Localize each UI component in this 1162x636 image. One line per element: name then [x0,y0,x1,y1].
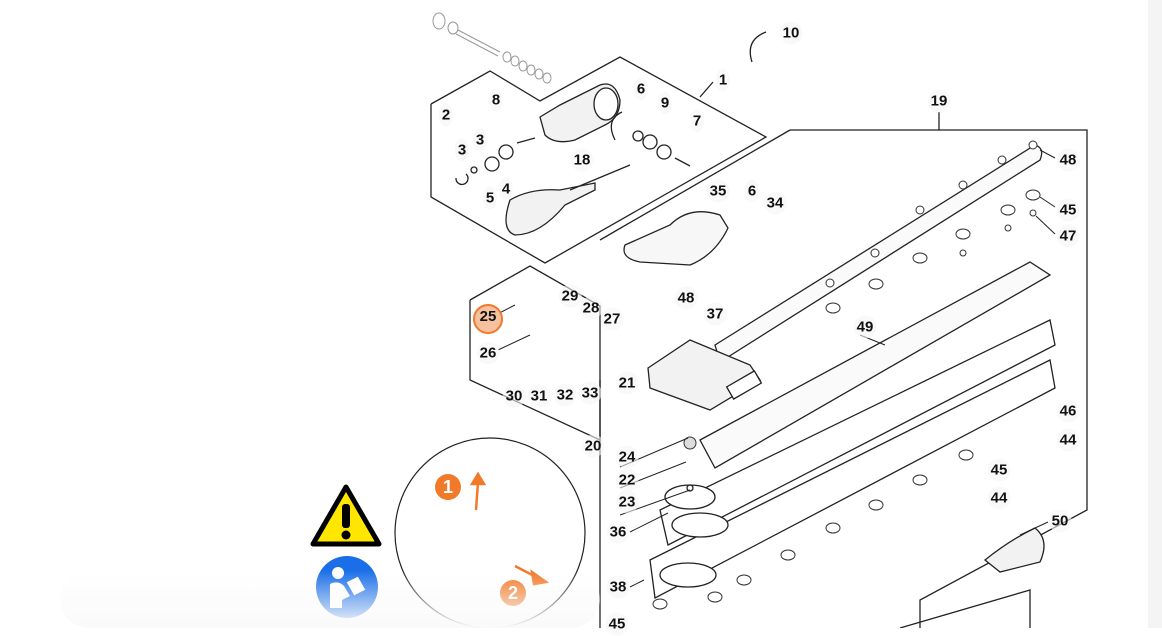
callout-49[interactable]: 49 [853,315,877,339]
callout-20[interactable]: 20 [581,434,605,458]
callout-44a[interactable]: 44 [1056,428,1080,452]
callout-46[interactable]: 46 [1056,399,1080,423]
callout-45b[interactable]: 45 [987,458,1011,482]
callout-8[interactable]: 8 [488,88,504,112]
callout-22[interactable]: 22 [615,468,639,492]
callout-3a[interactable]: 3 [472,128,488,152]
callout-18[interactable]: 18 [570,148,594,172]
callout-2[interactable]: 2 [438,103,454,127]
detail-circle [394,437,586,628]
callout-35[interactable]: 35 [706,179,730,203]
callout-45c[interactable]: 45 [605,612,629,636]
callout-33[interactable]: 33 [578,381,602,405]
callout-28[interactable]: 28 [579,296,603,320]
callout-4[interactable]: 4 [498,177,514,201]
callout-27[interactable]: 27 [600,307,624,331]
callout-19[interactable]: 19 [927,89,951,113]
callout-44b[interactable]: 44 [987,486,1011,510]
callout-31[interactable]: 31 [527,384,551,408]
callout-29[interactable]: 29 [558,284,582,308]
callout-25-highlighted[interactable]: 25 [473,304,503,334]
group-frame-1 [430,56,768,264]
group-frame-19 [790,129,1088,628]
callout-45a[interactable]: 45 [1056,198,1080,222]
callout-37[interactable]: 37 [703,302,727,326]
callout-47[interactable]: 47 [1056,224,1080,248]
callout-30[interactable]: 30 [502,384,526,408]
callout-48a[interactable]: 48 [1056,148,1080,172]
callout-38[interactable]: 38 [606,575,630,599]
callout-6b[interactable]: 6 [744,179,760,203]
callout-9[interactable]: 9 [657,91,673,115]
drive-shaft-ghost [432,12,552,84]
callout-6a[interactable]: 6 [633,77,649,101]
detail-step-1-badge: 1 [435,474,461,500]
callout-50[interactable]: 50 [1048,509,1072,533]
callout-5[interactable]: 5 [482,186,498,210]
edge-shadow [1148,0,1162,628]
group-frame-20 [469,265,601,442]
callout-24[interactable]: 24 [615,445,639,469]
callout-26[interactable]: 26 [476,341,500,365]
callout-48b[interactable]: 48 [674,286,698,310]
callout-34[interactable]: 34 [763,191,787,215]
callout-32[interactable]: 32 [553,383,577,407]
callout-7[interactable]: 7 [689,109,705,133]
warning-triangle-icon [310,484,382,548]
callout-23[interactable]: 23 [615,490,639,514]
callout-10[interactable]: 10 [779,21,803,45]
callout-3b[interactable]: 3 [454,138,470,162]
bottom-shadow [60,570,600,628]
callout-1[interactable]: 1 [715,68,731,92]
callout-36[interactable]: 36 [606,520,630,544]
callout-21[interactable]: 21 [615,371,639,395]
